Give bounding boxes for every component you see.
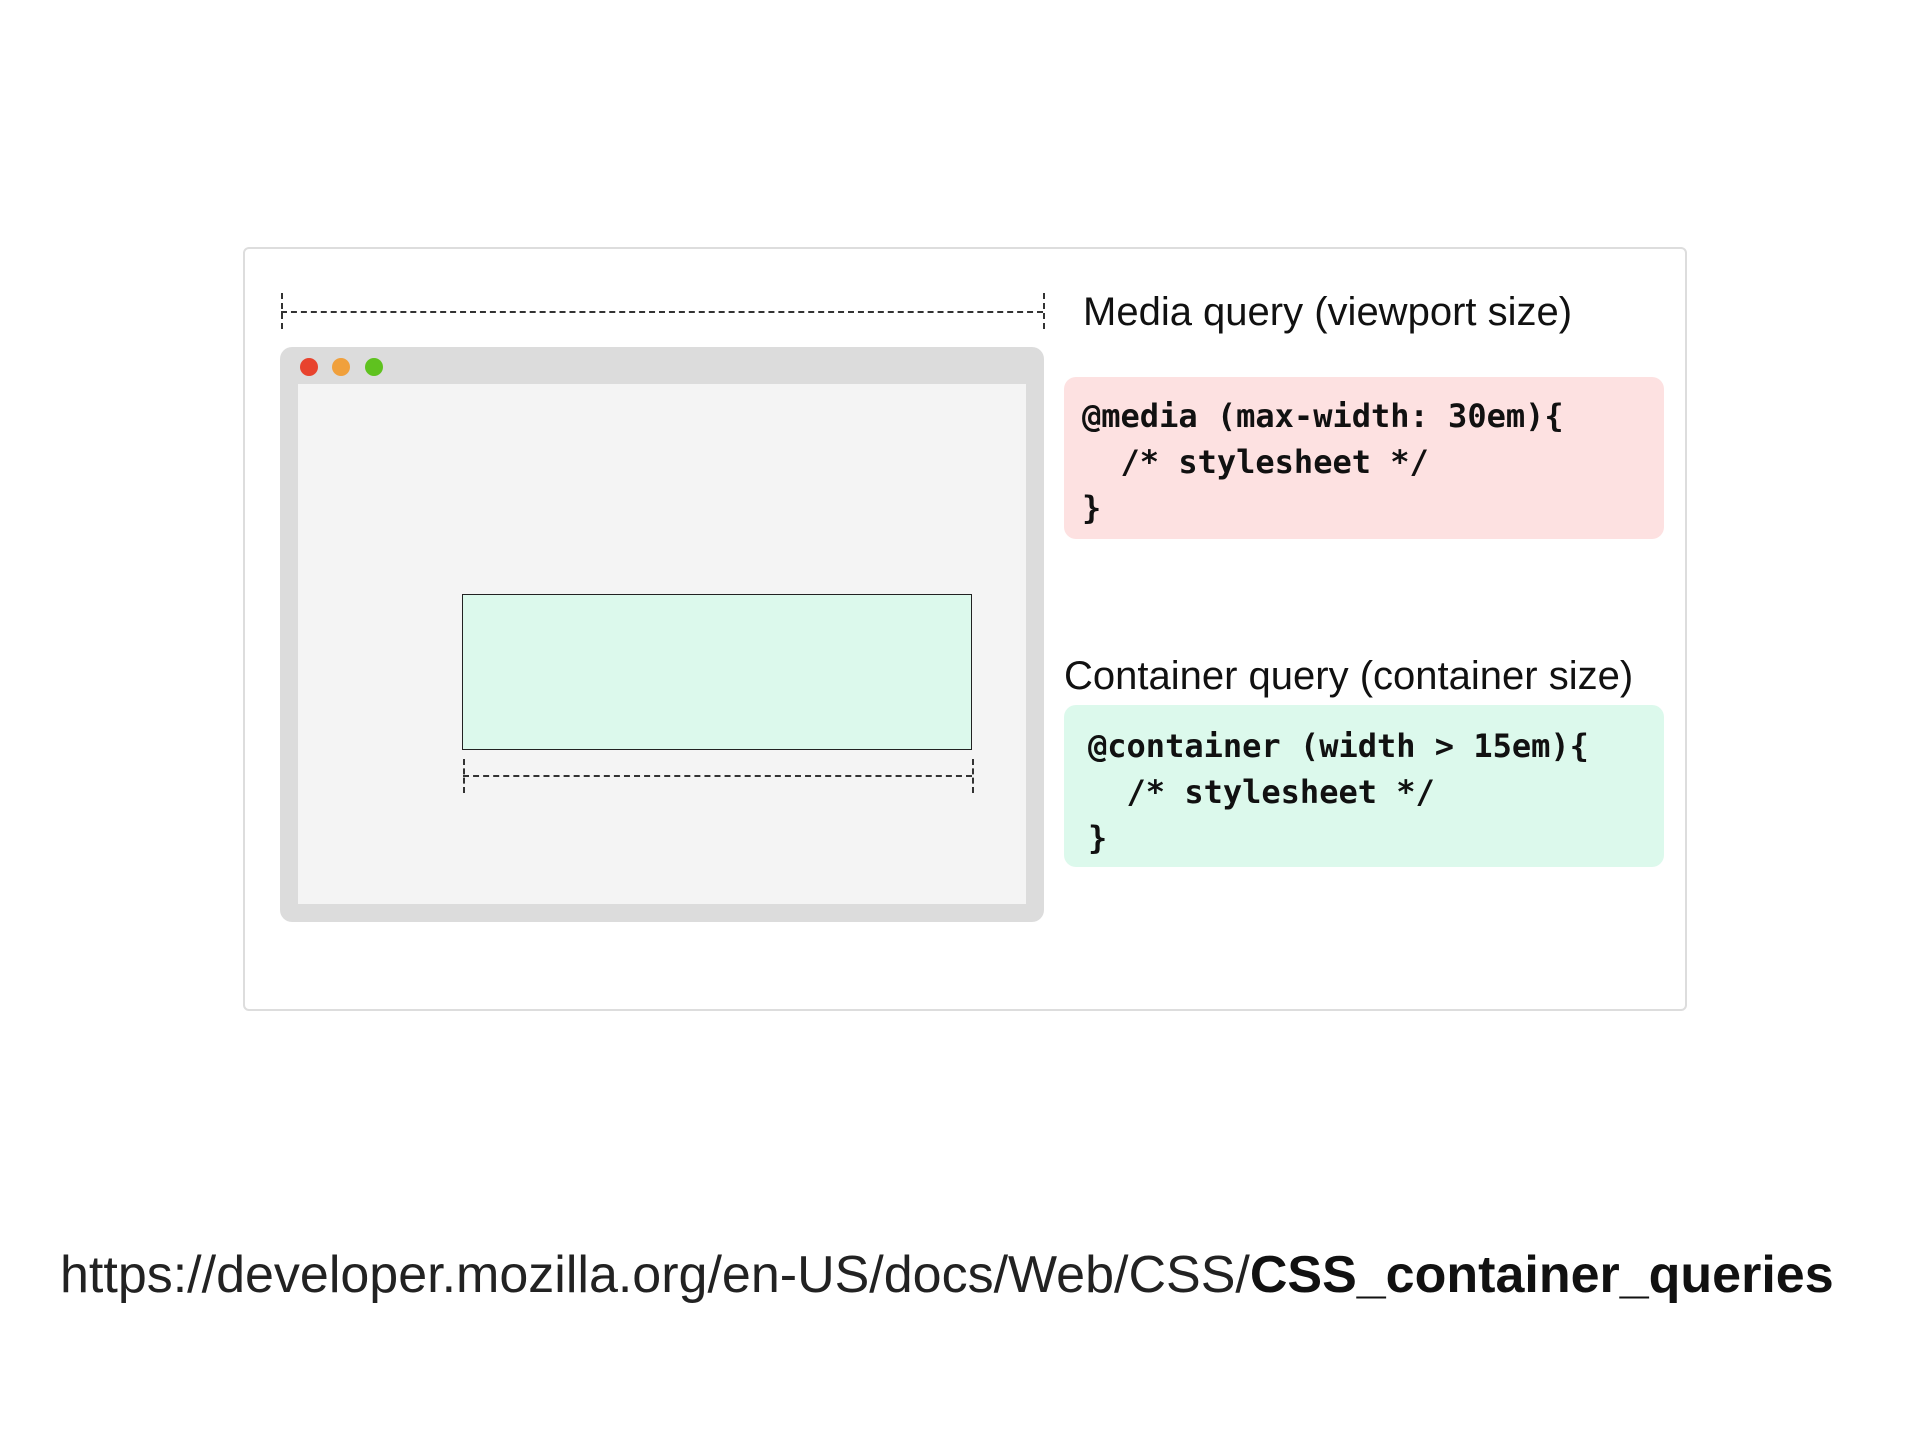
close-dot [300, 358, 318, 376]
container-width-dimension-left-tick [463, 759, 465, 793]
media-query-label: Media query (viewport size) [1083, 290, 1573, 334]
minimize-dot [332, 358, 350, 376]
media-query-code-panel: @media (max-width: 30em){ /* stylesheet … [1064, 377, 1664, 539]
container-width-dimension-right-tick [972, 759, 974, 793]
viewport-width-dimension-right-tick [1043, 293, 1045, 329]
container-element [462, 594, 972, 750]
media-query-code: @media (max-width: 30em){ /* stylesheet … [1082, 397, 1564, 527]
source-url-emphasis: CSS_container_queries [1249, 1246, 1834, 1304]
maximize-dot [365, 358, 383, 376]
viewport-width-dimension-line [281, 311, 1043, 313]
viewport-width-dimension-left-tick [281, 293, 283, 329]
container-query-code-panel: @container (width > 15em){ /* stylesheet… [1064, 705, 1664, 867]
source-url-prefix: https://developer.mozilla.org/en-US/docs… [60, 1246, 1250, 1304]
source-url[interactable]: https://developer.mozilla.org/en-US/docs… [60, 1244, 1834, 1306]
container-width-dimension-line [463, 775, 972, 777]
container-query-label: Container query (container size) [1064, 654, 1634, 698]
container-query-code: @container (width > 15em){ /* stylesheet… [1088, 727, 1589, 857]
